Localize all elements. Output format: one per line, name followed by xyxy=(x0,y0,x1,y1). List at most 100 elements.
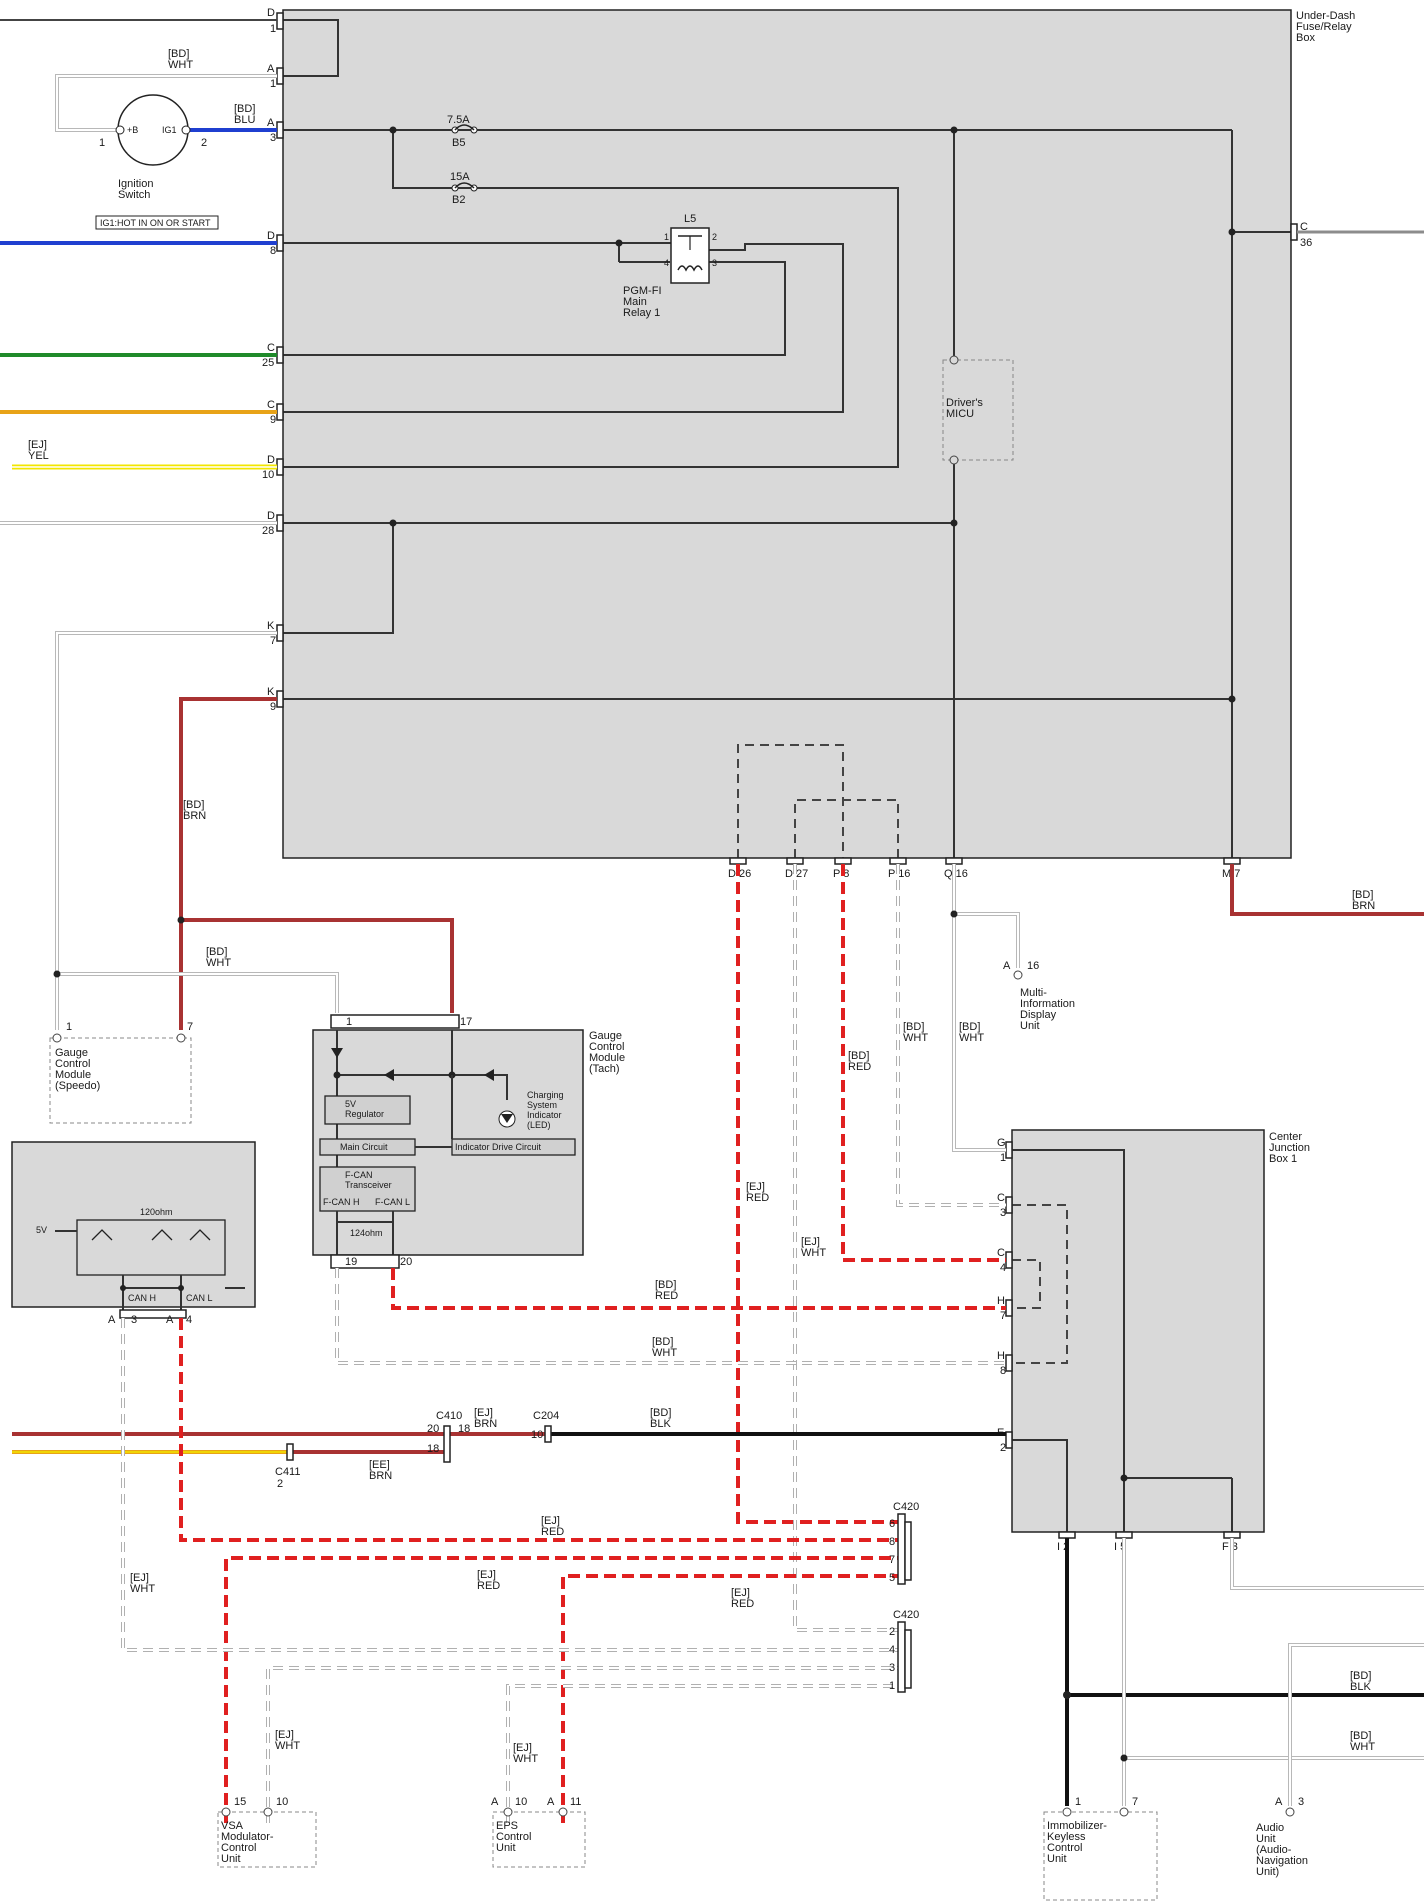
pin-letter: D xyxy=(267,7,275,19)
tach-resistor-label: 124ohm xyxy=(350,1228,383,1238)
left-unit-5v: 5V xyxy=(36,1225,47,1235)
c411-name: C411 xyxy=(275,1466,300,1478)
drivers-micu: Driver's MICU xyxy=(942,355,1014,465)
cjb-pin-c3: C3 xyxy=(997,1192,1013,1219)
cjb-name: Box 1 xyxy=(1269,1153,1297,1165)
c420a-name: C420 xyxy=(893,1501,919,1513)
regulator-label: Regulator xyxy=(345,1109,384,1119)
fuse-b2-rating: 15A xyxy=(450,171,470,183)
pin-letter: D xyxy=(267,510,275,522)
vsa-name: Control xyxy=(221,1842,256,1854)
eps-pin-11: 11 xyxy=(570,1796,581,1808)
label-bd: [BD] xyxy=(903,1021,924,1033)
pin-d10: D 10 xyxy=(262,454,284,481)
label-ej: [EJ] xyxy=(474,1407,493,1419)
connector-c420-b: C420 2 4 3 1 xyxy=(889,1609,919,1693)
plus-b-label: +B xyxy=(127,125,138,135)
fuse-b2: 15A B2 xyxy=(450,171,478,206)
speedo-name: (Speedo) xyxy=(55,1080,100,1092)
pin-number: 8 xyxy=(1000,1365,1006,1377)
label-wht: WHT xyxy=(206,957,231,969)
pin-letter: K xyxy=(267,686,275,698)
ig1-label: IG1 xyxy=(162,125,177,135)
label-red: RED xyxy=(746,1192,769,1204)
label-bd: [BD] xyxy=(1350,1670,1371,1682)
label-wht: WHT xyxy=(168,59,193,71)
eps-name: Control xyxy=(496,1831,531,1843)
label-brn: BRN xyxy=(1352,900,1375,912)
left-can-unit: 120ohm 5V CAN H CAN L A 3 A 4 xyxy=(11,1141,256,1326)
pin-letter: H xyxy=(997,1295,1005,1307)
fcan-label: F-CAN xyxy=(345,1170,373,1180)
brown-wire-tach-17 xyxy=(181,918,454,1013)
cjb-left-pins: G1 C3 C4 H7 H8 E2 xyxy=(997,1137,1013,1454)
label-bd: [BD] xyxy=(206,946,227,958)
multi-info-display-unit: A 16 Multi- Information Display Unit xyxy=(1003,960,1075,1032)
immobilizer-pin-1: 1 xyxy=(1075,1796,1081,1808)
c410-pin-20: 20 xyxy=(427,1423,439,1435)
relay-id: L5 xyxy=(684,213,696,225)
c420b-pin: 2 xyxy=(889,1626,895,1638)
label-blu: BLU xyxy=(234,114,255,126)
fuse-box-name-line-3: Box xyxy=(1296,32,1315,44)
label-wht: WHT xyxy=(130,1583,155,1595)
fcan-label: Transceiver xyxy=(345,1180,392,1190)
vsa-pin-10: 10 xyxy=(276,1796,288,1808)
relay-pin-1: 1 xyxy=(664,232,669,242)
tach-pin-1: 1 xyxy=(346,1016,352,1028)
indicator-drive-label: Indicator Drive Circuit xyxy=(455,1142,542,1152)
speedo-pin-1: 1 xyxy=(66,1021,72,1033)
label-ej: [EJ] xyxy=(275,1729,294,1741)
pin-label: F 3 xyxy=(1222,1541,1238,1553)
white-wire-tach-1 xyxy=(57,972,339,1013)
c420a-pin: 5 xyxy=(889,1572,895,1584)
tach-pin-20: 20 xyxy=(400,1256,412,1268)
left-side-wires xyxy=(0,19,277,1030)
connector-c410: C410 20 18 18 xyxy=(427,1410,470,1463)
cjb-bottom-wiring: [BD] BLK [BD] WHT xyxy=(1063,1538,1424,1806)
fuse-b5-id: B5 xyxy=(452,137,465,149)
fuse-relay-box xyxy=(282,9,1292,859)
label-wht: WHT xyxy=(903,1032,928,1044)
label-bd: [BD] xyxy=(183,799,204,811)
label-wht: WHT xyxy=(801,1247,826,1259)
tach-pin-19: 19 xyxy=(345,1256,357,1268)
pin-letter: D xyxy=(267,454,275,466)
pin-number: 3 xyxy=(270,132,276,144)
c420-wiring: [EJ] RED [EJ] RED [EJ] RED [EJ] WHT [EJ]… xyxy=(121,1318,898,1823)
charging-label: System xyxy=(527,1100,557,1110)
relay-pin-3: 3 xyxy=(712,258,717,268)
fuse-b5: 7.5A B5 xyxy=(447,114,478,149)
label-bd: [BD] xyxy=(652,1336,673,1348)
label-bd: [BD] xyxy=(234,103,255,115)
connector-c411: C411 2 xyxy=(275,1443,300,1490)
immobilizer-name: Immobilizer- xyxy=(1047,1820,1107,1832)
pin-number: 9 xyxy=(270,701,276,713)
label-bd: [BD] xyxy=(1350,1730,1371,1742)
cjb-name: Center xyxy=(1269,1131,1302,1143)
eps-name: EPS xyxy=(496,1820,518,1832)
pin-number: 4 xyxy=(1000,1262,1006,1274)
mid-name: Unit xyxy=(1020,1020,1040,1032)
regulator-label: 5V xyxy=(345,1099,356,1109)
mid-pin-letter: A xyxy=(1003,960,1011,972)
red-wire-p8 xyxy=(841,864,1006,1262)
c420b-pin: 4 xyxy=(889,1644,895,1656)
cjb-pin-e2: E2 xyxy=(997,1427,1013,1454)
tach-name: Gauge xyxy=(589,1030,622,1042)
tach-name: Control xyxy=(589,1041,624,1053)
fuse-b2-id: B2 xyxy=(452,194,465,206)
immobilizer-name: Unit xyxy=(1047,1853,1067,1865)
label-wht: WHT xyxy=(959,1032,984,1044)
pin-number: 10 xyxy=(262,469,274,481)
wire-labels-top: [BD] WHT [BD] BLU [EJ] YEL [BD] BRN xyxy=(28,48,255,822)
audio-name: Unit xyxy=(1256,1833,1276,1845)
pin-letter: K xyxy=(267,620,275,632)
c420b-pin: 3 xyxy=(889,1662,895,1674)
pin-letter: C xyxy=(267,399,275,411)
immobilizer-name: Control xyxy=(1047,1842,1082,1854)
charging-label: (LED) xyxy=(527,1120,551,1130)
cjb-title: Center Junction Box 1 xyxy=(1269,1131,1310,1165)
immobilizer-pin-7: 7 xyxy=(1132,1796,1138,1808)
label-ej: [EJ] xyxy=(28,439,47,451)
